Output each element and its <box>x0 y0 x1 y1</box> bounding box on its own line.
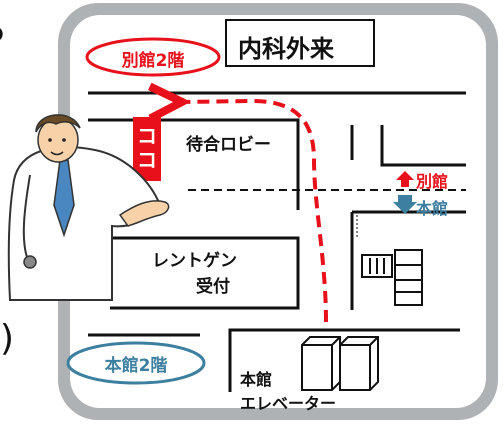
elevator-label-2: エレベーター <box>240 394 337 413</box>
annex-direction-label: 別館 <box>416 172 449 191</box>
annex-floor-badge <box>85 37 221 77</box>
waiting-lobby-label: 待合ロビー <box>186 135 271 155</box>
current-location-marker <box>133 117 161 181</box>
doctor-icon <box>7 114 170 301</box>
arrow-down-icon <box>393 195 417 214</box>
main-direction-label: 本館 <box>416 199 449 218</box>
xray-room <box>110 236 300 310</box>
current-location-label: ココ <box>137 124 157 172</box>
elevator-icon <box>301 336 379 391</box>
main-floor-label: 本館2階 <box>104 356 168 376</box>
page-title: 内科外来 <box>238 35 334 63</box>
wall-bottom-right <box>228 328 460 392</box>
stairs-icon <box>361 249 423 306</box>
arrow-up-icon <box>396 171 414 187</box>
wall-right-upper <box>380 125 466 167</box>
xray-label-1: レントゲン <box>152 251 237 271</box>
edge-text-top-left: 。 <box>0 0 32 52</box>
xray-label-2: 受付 <box>196 277 230 297</box>
title-box <box>225 19 375 67</box>
annex-floor-label: 別館2階 <box>121 51 185 71</box>
route-path <box>178 101 328 323</box>
main-floor-badge <box>66 341 206 385</box>
elevator-label-1: 本館 <box>240 370 273 389</box>
edge-text-bottom-left: ) <box>0 318 15 359</box>
